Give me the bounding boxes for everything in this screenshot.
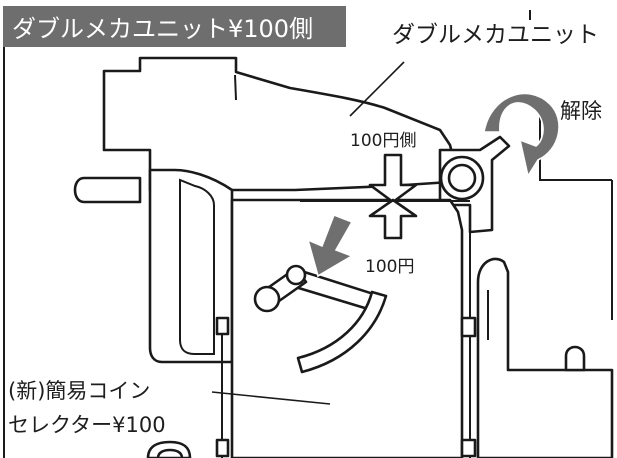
label-100yen-side: 100円側 <box>350 131 416 151</box>
title-box: ダブルメカユニット¥100側 <box>3 6 346 47</box>
selector-leader-line <box>211 391 331 405</box>
label-selector-line2: セレクター¥100 <box>8 413 166 437</box>
unit-leader-line <box>349 61 405 117</box>
lever-arm-slot <box>179 178 215 355</box>
right-body <box>476 180 614 458</box>
left-tab <box>73 176 142 204</box>
right-body-notch <box>564 345 586 372</box>
crank-pivot-left <box>253 285 281 313</box>
unit-body-seam <box>234 74 237 101</box>
selector-left-clip-bottom <box>215 438 230 458</box>
curved-gate <box>296 290 388 374</box>
crank-lever <box>253 264 388 374</box>
push-down-arrow-icon <box>306 213 354 278</box>
up-arrow-icon <box>368 198 418 240</box>
selector-right-clip-bottom <box>460 438 477 458</box>
label-double-mech-unit: ダブルメカユニット <box>392 22 599 48</box>
title-text: ダブルメカユニット¥100側 <box>12 15 313 43</box>
right-body-housing <box>476 257 614 458</box>
selector-right-clip-top <box>460 316 477 338</box>
release-arrow-icon <box>483 92 560 179</box>
selector-housing <box>230 198 464 458</box>
frame-right-bracket <box>539 110 612 181</box>
crank-pivot-right <box>285 264 307 286</box>
down-arrow-icon <box>368 153 418 204</box>
title-background <box>3 6 346 47</box>
coin-selector <box>215 198 477 458</box>
hook-pivot-inner <box>447 163 477 193</box>
squeeze-arrows <box>300 153 470 240</box>
label-selector-line1: (新)簡易コイン <box>8 379 150 403</box>
selector-left-clip-top <box>215 316 230 336</box>
release-hook <box>438 135 511 234</box>
bottom-ring-inner <box>156 448 184 458</box>
double-mech-unit-body <box>102 56 457 192</box>
label-release: 解除 <box>560 99 602 123</box>
label-100yen: 100円 <box>365 257 414 277</box>
